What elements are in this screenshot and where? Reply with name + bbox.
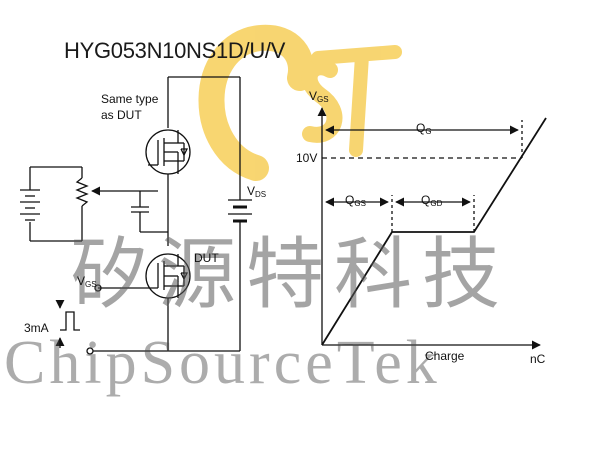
charge-unit-label: nC <box>530 352 546 366</box>
battery-symbol <box>20 189 40 221</box>
test-circuit <box>20 76 252 355</box>
charge-axis-label: Charge <box>425 349 465 363</box>
gate-input-node <box>94 284 102 292</box>
current-pulse-symbol <box>60 311 80 331</box>
qgs-label: QGS <box>345 193 366 209</box>
load-mosfet-symbol <box>145 129 191 175</box>
qgd-label: QGD <box>421 193 443 209</box>
vds-label: VDS <box>247 184 267 200</box>
vgs-axis-label: VGS <box>309 89 329 105</box>
load-label-line2: as DUT <box>101 108 142 122</box>
load-label-line1: Same type <box>101 92 159 106</box>
qg-label: QG <box>416 121 432 137</box>
part-number-title: HYG053N10NS1D/U/V <box>64 38 286 63</box>
potentiometer-resistor <box>75 177 89 207</box>
vgs-input-label: VGS <box>77 274 97 290</box>
chinese-watermark: 矽源特科技 <box>70 230 511 320</box>
gate-charge-waveform <box>317 107 547 350</box>
gate-current-label: 3mA <box>24 321 49 335</box>
dut-label: DUT <box>194 251 219 265</box>
dut-mosfet-symbol <box>98 253 191 299</box>
10v-level-label: 10V <box>296 151 318 165</box>
english-watermark: ChipSourceTek <box>4 329 441 397</box>
vgs-curve <box>321 117 547 346</box>
